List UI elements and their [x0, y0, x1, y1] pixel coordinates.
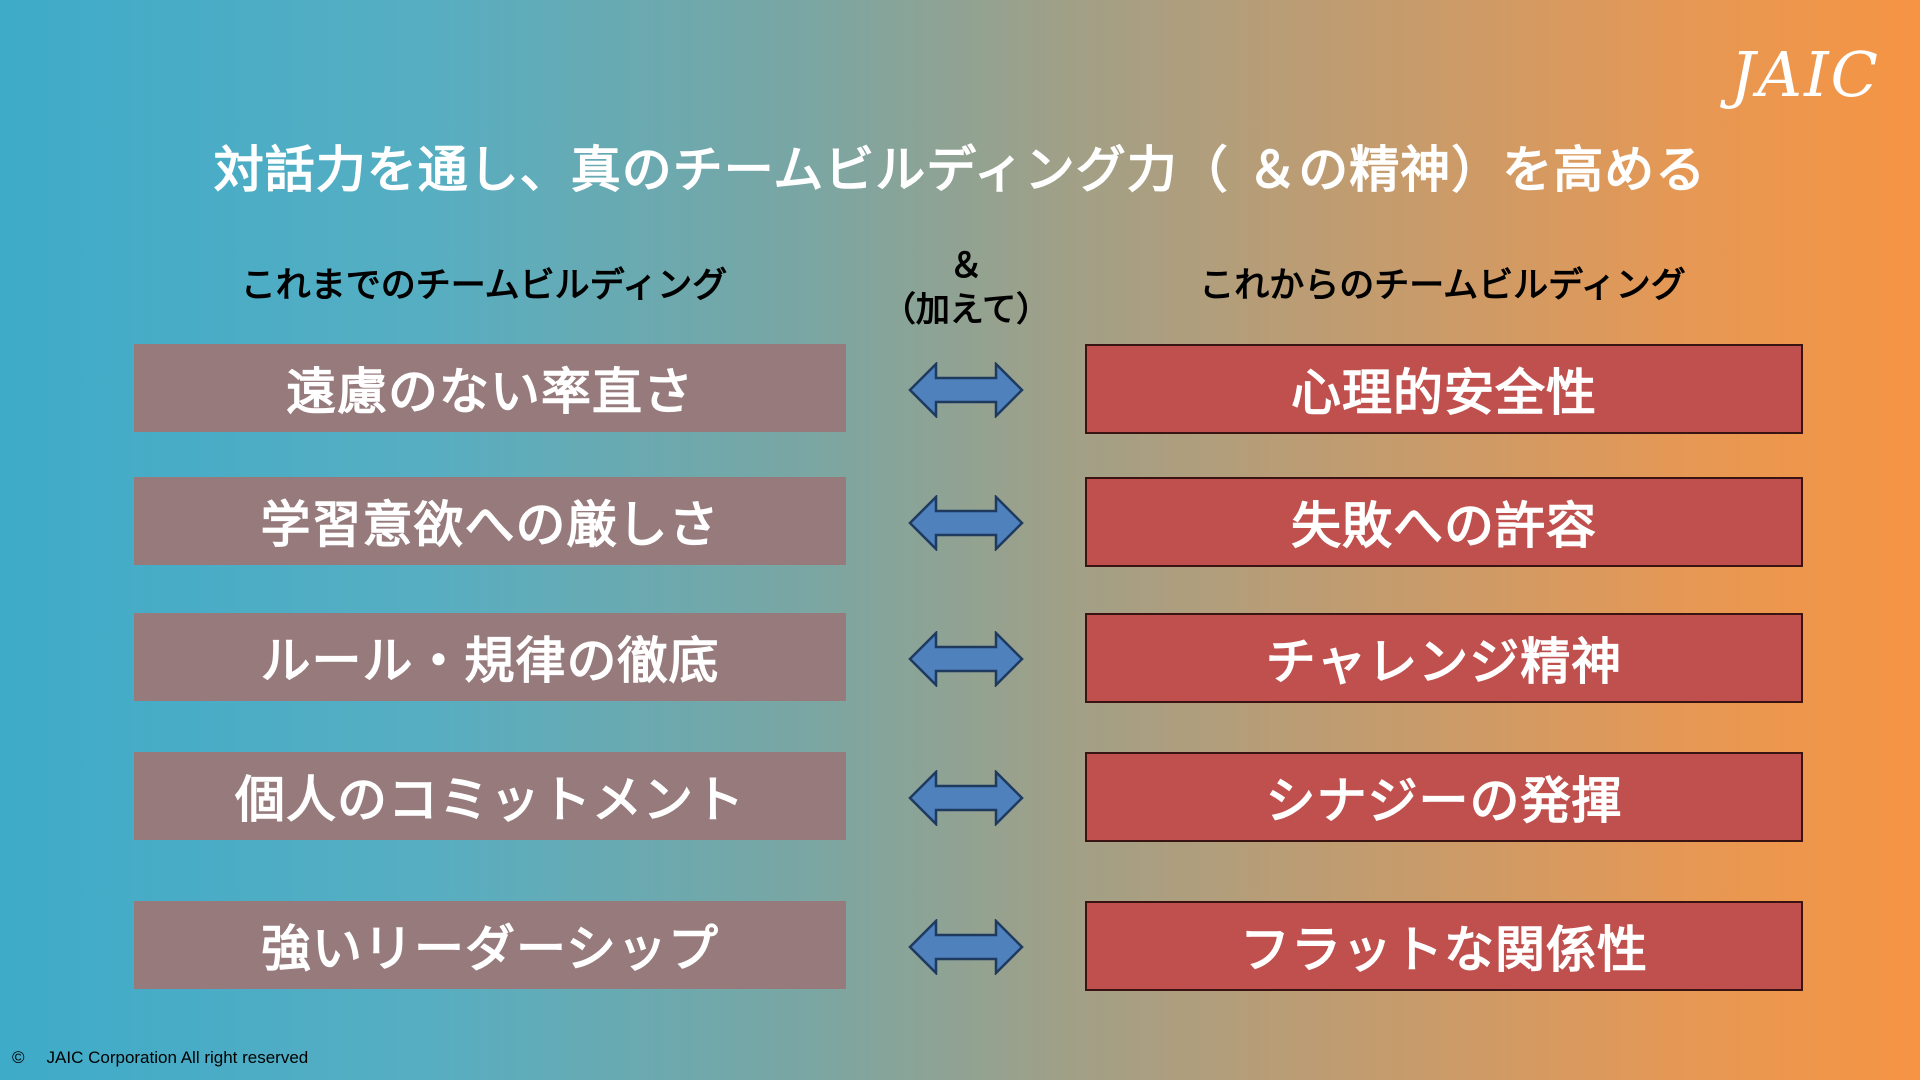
copyright-footer: © JAIC Corporation All right reserved — [12, 1047, 308, 1069]
double-arrow-icon — [908, 495, 1024, 551]
future-item-box: シナジーの発揮 — [1085, 752, 1803, 842]
double-arrow-icon — [908, 919, 1024, 975]
traditional-item-box: 個人のコミットメント — [134, 752, 846, 840]
middle-column-header: ＆ （加えて） — [860, 244, 1072, 332]
future-item-box: チャレンジ精神 — [1085, 613, 1803, 703]
right-column-header: これからのチームビルディング — [1199, 266, 1686, 306]
left-column-header: これまでのチームビルディング — [240, 266, 728, 306]
future-item-box: 失敗への許容 — [1085, 477, 1803, 567]
comparison-row: 遠慮のない率直さ 心理的安全性 — [0, 344, 1920, 434]
double-arrow-icon — [908, 770, 1024, 826]
jaic-logo: JAIC — [1730, 38, 1880, 111]
comparison-row: 学習意欲への厳しさ 失敗への許容 — [0, 477, 1920, 567]
traditional-item-box: 強いリーダーシップ — [134, 901, 846, 989]
copyright-text: JAIC Corporation All right reserved — [46, 1048, 309, 1067]
double-arrow-icon — [908, 631, 1024, 687]
in-addition-label: （加えて） — [881, 290, 1051, 330]
double-arrow-icon — [908, 362, 1024, 418]
comparison-row: 強いリーダーシップ フラットな関係性 — [0, 901, 1920, 991]
traditional-item-box: ルール・規律の徹底 — [134, 613, 846, 701]
slide-title: 対話力を通し、真のチームビルディング力（ ＆の精神）を高める — [213, 141, 1707, 199]
comparison-row: ルール・規律の徹底 チャレンジ精神 — [0, 613, 1920, 703]
traditional-item-box: 遠慮のない率直さ — [134, 344, 846, 432]
ampersand-label: ＆ — [949, 246, 983, 286]
traditional-item-box: 学習意欲への厳しさ — [134, 477, 846, 565]
future-item-box: 心理的安全性 — [1085, 344, 1803, 434]
future-item-box: フラットな関係性 — [1085, 901, 1803, 991]
comparison-row: 個人のコミットメント シナジーの発揮 — [0, 752, 1920, 842]
copyright-symbol: © — [12, 1048, 25, 1067]
